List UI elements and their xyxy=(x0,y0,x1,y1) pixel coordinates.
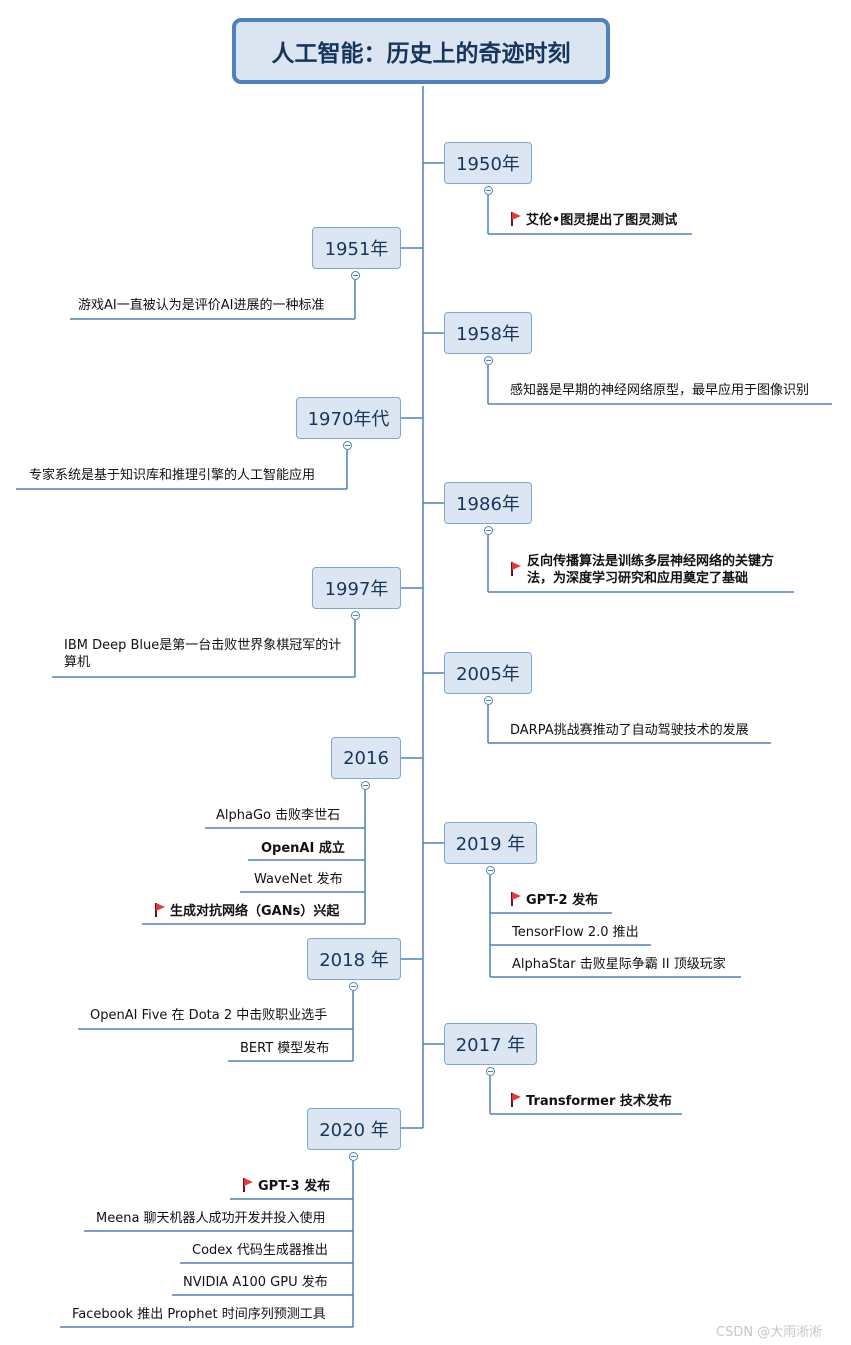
year-node-2017[interactable]: 2017 年 xyxy=(444,1023,537,1065)
collapse-toggle-icon[interactable] xyxy=(484,526,493,535)
event-item[interactable]: GPT-2 发布 xyxy=(510,892,598,909)
year-node-2016[interactable]: 2016 xyxy=(331,737,401,779)
event-item[interactable]: 感知器是早期的神经网络原型，最早应用于图像识别 xyxy=(510,383,810,398)
collapse-toggle-icon[interactable] xyxy=(484,186,493,195)
collapse-toggle-icon[interactable] xyxy=(351,271,360,280)
year-node-2020[interactable]: 2020 年 xyxy=(307,1108,401,1150)
collapse-toggle-icon[interactable] xyxy=(484,696,493,705)
event-item[interactable]: 反向传播算法是训练多层神经网络的关键方法，为深度学习研究和应用奠定了基础 xyxy=(510,553,794,587)
event-item[interactable]: BERT 模型发布 xyxy=(240,1041,330,1056)
event-item[interactable]: 专家系统是基于知识库和推理引擎的人工智能应用 xyxy=(29,468,316,483)
flag-icon xyxy=(242,1178,254,1192)
flag-icon xyxy=(510,212,522,226)
collapse-toggle-icon[interactable] xyxy=(484,356,493,365)
event-item[interactable]: Transformer 技术发布 xyxy=(510,1093,672,1110)
event-item[interactable]: Facebook 推出 Prophet 时间序列预测工具 xyxy=(72,1307,326,1322)
year-node-2005[interactable]: 2005年 xyxy=(444,652,532,694)
collapse-toggle-icon[interactable] xyxy=(486,1067,495,1076)
year-node-1997[interactable]: 1997年 xyxy=(312,567,401,609)
year-node-1950[interactable]: 1950年 xyxy=(444,142,532,184)
collapse-toggle-icon[interactable] xyxy=(486,866,495,875)
flag-icon xyxy=(510,1093,522,1107)
event-item[interactable]: IBM Deep Blue是第一台击败世界象棋冠军的计算机 xyxy=(64,638,342,670)
event-item[interactable]: DARPA挑战赛推动了自动驾驶技术的发展 xyxy=(510,723,749,738)
event-item[interactable]: GPT-3 发布 xyxy=(242,1178,330,1195)
event-item[interactable]: OpenAI Five 在 Dota 2 中击败职业选手 xyxy=(90,1008,328,1023)
event-item[interactable]: Codex 代码生成器推出 xyxy=(192,1243,328,1258)
flag-icon xyxy=(510,892,522,906)
collapse-toggle-icon[interactable] xyxy=(349,982,358,991)
flag-icon xyxy=(510,562,522,576)
watermark: CSDN @大雨淅淅 xyxy=(716,1325,823,1340)
flag-icon xyxy=(154,903,166,917)
year-node-2019[interactable]: 2019 年 xyxy=(444,822,537,864)
event-item[interactable]: 艾伦•图灵提出了图灵测试 xyxy=(510,212,677,229)
event-item[interactable]: TensorFlow 2.0 推出 xyxy=(512,925,639,940)
collapse-toggle-icon[interactable] xyxy=(349,1152,358,1161)
event-item[interactable]: NVIDIA A100 GPU 发布 xyxy=(183,1275,328,1290)
year-node-2018[interactable]: 2018 年 xyxy=(307,938,401,980)
event-item[interactable]: OpenAI 成立 xyxy=(261,841,345,856)
year-node-1970s[interactable]: 1970年代 xyxy=(296,397,401,439)
event-item[interactable]: 游戏AI一直被认为是评价AI进展的一种标准 xyxy=(78,298,325,313)
year-node-1951[interactable]: 1951年 xyxy=(312,227,401,269)
event-item[interactable]: Meena 聊天机器人成功开发并投入使用 xyxy=(96,1211,326,1226)
year-node-1958[interactable]: 1958年 xyxy=(444,312,532,354)
event-item[interactable]: AlphaStar 击败星际争霸 II 顶级玩家 xyxy=(512,957,726,972)
event-item[interactable]: AlphaGo 击败李世石 xyxy=(216,808,341,823)
event-item[interactable]: 生成对抗网络（GANs）兴起 xyxy=(154,903,339,920)
year-node-1986[interactable]: 1986年 xyxy=(444,482,532,524)
page-title: 人工智能：历史上的奇迹时刻 xyxy=(232,18,610,84)
collapse-toggle-icon[interactable] xyxy=(343,441,352,450)
collapse-toggle-icon[interactable] xyxy=(351,611,360,620)
event-item[interactable]: WaveNet 发布 xyxy=(254,872,343,887)
collapse-toggle-icon[interactable] xyxy=(361,781,370,790)
